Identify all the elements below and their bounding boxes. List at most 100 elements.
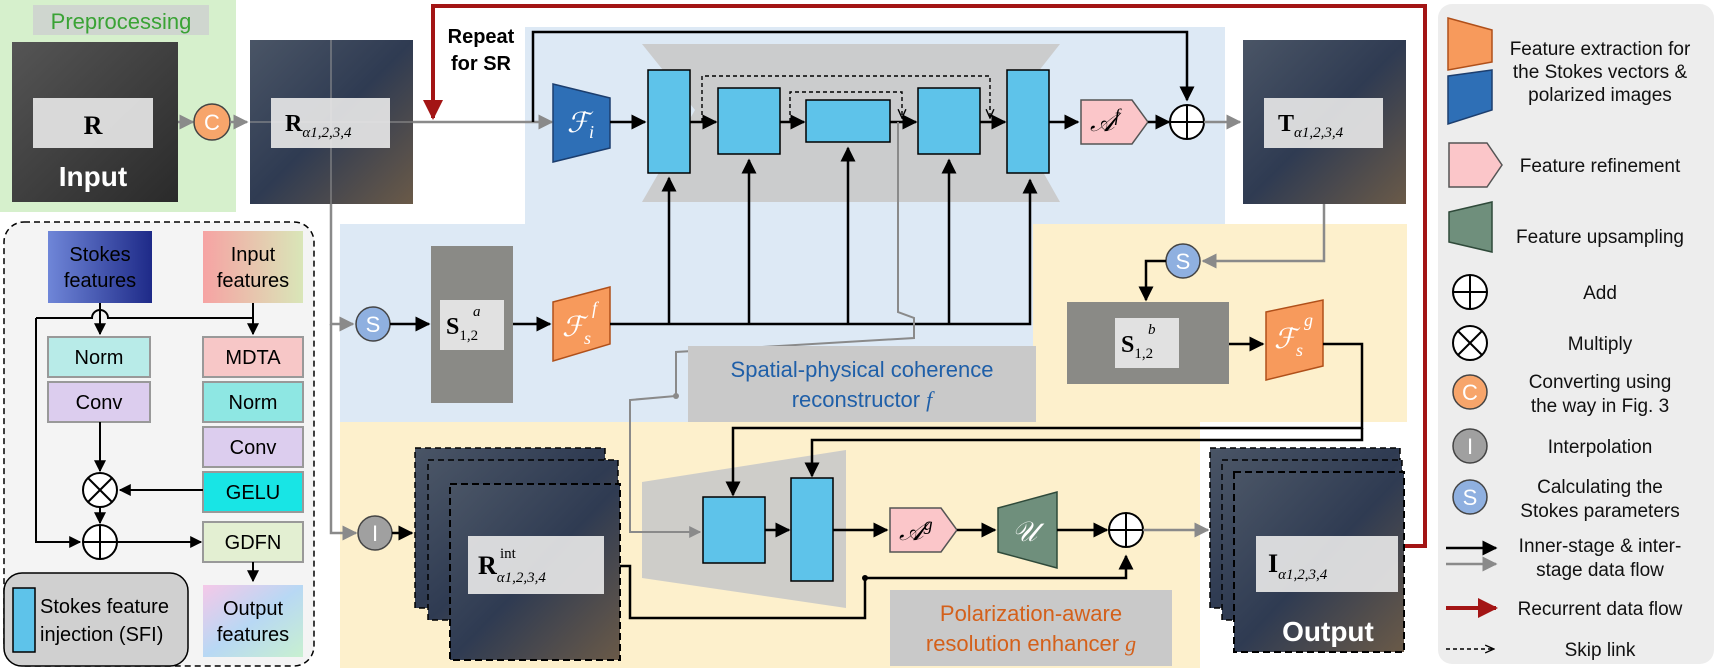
legend-extract-line1: Feature extraction for [1510,39,1691,60]
legend-flow-line2: stage data flow [1536,560,1664,581]
sfi-norm [47,336,151,378]
legend-stokes-line1: Calculating the [1537,477,1663,498]
sfi-stokes-features-line1: Stokes [69,244,130,266]
f-title-box [688,346,1036,422]
output-label-box [1256,536,1398,592]
legend-converter-symbol: C [1462,380,1478,405]
sfi-norm2 [202,381,304,423]
sfi-stokes-hop [36,309,253,319]
sfi-legend-line2: injection (SFI) [40,624,163,646]
legend-stokes-line2: Stokes parameters [1520,501,1679,522]
legend-flow-line1: Inner-stage & inter- [1519,536,1682,557]
skip-top [531,30,1195,122]
skip-link-inner [789,91,902,122]
flow-talpha-s [1201,204,1326,269]
rint-label: Rα1,2,3,4 [478,551,546,586]
legend-extract-orange-icon [1447,17,1493,71]
sb-label-box [1115,318,1179,368]
flow-ralpha-interp [329,324,358,541]
sfi-stokes-left [35,318,82,548]
g-block-1[interactable] [702,496,766,564]
sb-label: S1,2 [1121,332,1153,362]
rint-sup: int [500,546,517,562]
sfi-input-features-line1: Input [231,244,276,266]
legend-multiply-label: Multiply [1568,334,1633,355]
sfi-input-features [203,231,303,303]
sfi-norm2-label: Norm [229,392,278,414]
r-alpha-label: Rα1,2,3,4 [285,111,352,141]
sfi-legend-line1: Stokes feature [40,596,169,618]
legend-interp-icon [1452,428,1488,464]
sfi-gelu [202,471,304,513]
f-to-g-link [629,122,915,538]
flow-s-sb [1138,259,1166,302]
u-block [997,491,1058,569]
input-label: Input [59,161,127,192]
rint-skip-add [620,554,1134,620]
output-symbol-label: Iα1,2,3,4 [1268,549,1328,583]
legend-extract-line2: the Stokes vectors & [1513,62,1688,83]
sb-sup: b [1148,322,1156,338]
converter-symbol: C [204,110,220,135]
legend-interp-symbol: I [1467,434,1473,459]
f-to-g-dot [673,393,679,399]
fsf-sup: f [592,298,600,318]
g-block-2[interactable] [790,477,834,582]
sfi-output-features-line2: features [217,624,289,646]
sfi-input-features-line2: features [217,270,289,292]
legend-add-label: Add [1583,283,1617,304]
legend-extract-blue-icon [1447,69,1493,126]
repeat-label-line2: for SR [451,53,512,75]
legend-converter-line1: Converting using [1529,372,1672,393]
preprocessing-label-bg [33,5,209,35]
sfi-stokes-features [48,231,152,303]
sfi-mdta-label: MDTA [225,347,281,369]
fsf-block [552,286,611,363]
legend-upsample-label: Feature upsampling [1516,227,1684,248]
sfi-output-features [203,585,303,657]
sfi-multiply-x2 [87,477,113,503]
ag-block [889,507,958,553]
legend-skip-label: Skip link [1565,640,1636,661]
rint-label-box [468,536,604,594]
legend-interp-label: Interpolation [1548,437,1653,458]
sfi-block-2[interactable] [717,87,781,155]
input-symbol: R [84,111,103,140]
sfi-gelu-label: GELU [226,482,280,504]
sfi-conv-label: Conv [76,392,123,414]
input-symbol-box [33,98,153,148]
af-block [1080,99,1149,145]
r-alpha-label-box [271,98,390,148]
skip-link-outer [701,75,990,122]
sfi-output-features-line1: Output [223,598,283,620]
legend-upsample-icon [1448,201,1493,253]
sa-label-box [440,300,504,350]
sfi-mdta [202,336,304,378]
sa-sup: a [473,304,481,320]
t-alpha-label-box [1264,98,1383,148]
sfi-gdfn-label: GDFN [225,532,282,554]
sa-label: S1,2 [446,314,478,344]
g-title-line1: Polarization-aware [940,601,1122,626]
output-label: Output [1282,616,1374,647]
sfi-conv2 [202,426,304,468]
sfi-block-4[interactable] [917,87,981,155]
sfi-block-1[interactable] [647,69,691,174]
sfi-legend-box [3,572,189,667]
fsg-sup: g [1304,310,1313,330]
sfi-block-3[interactable] [805,99,891,143]
legend-mul-x2 [1457,330,1483,356]
fsg-out-2 [804,428,1364,478]
preprocessing-label: Preprocessing [51,9,192,34]
legend-extract-line3: polarized images [1528,85,1672,106]
legend-stokes-symbol: S [1463,485,1478,510]
t-alpha-label: Tα1,2,3,4 [1278,111,1344,141]
repeat-label-line1: Repeat [448,26,515,48]
f-title-line1: Spatial-physical coherence [731,357,994,382]
sfi-block-5[interactable] [1006,69,1050,174]
sfi-norm-label: Norm [75,347,124,369]
sfi-conv2-label: Conv [230,437,277,459]
